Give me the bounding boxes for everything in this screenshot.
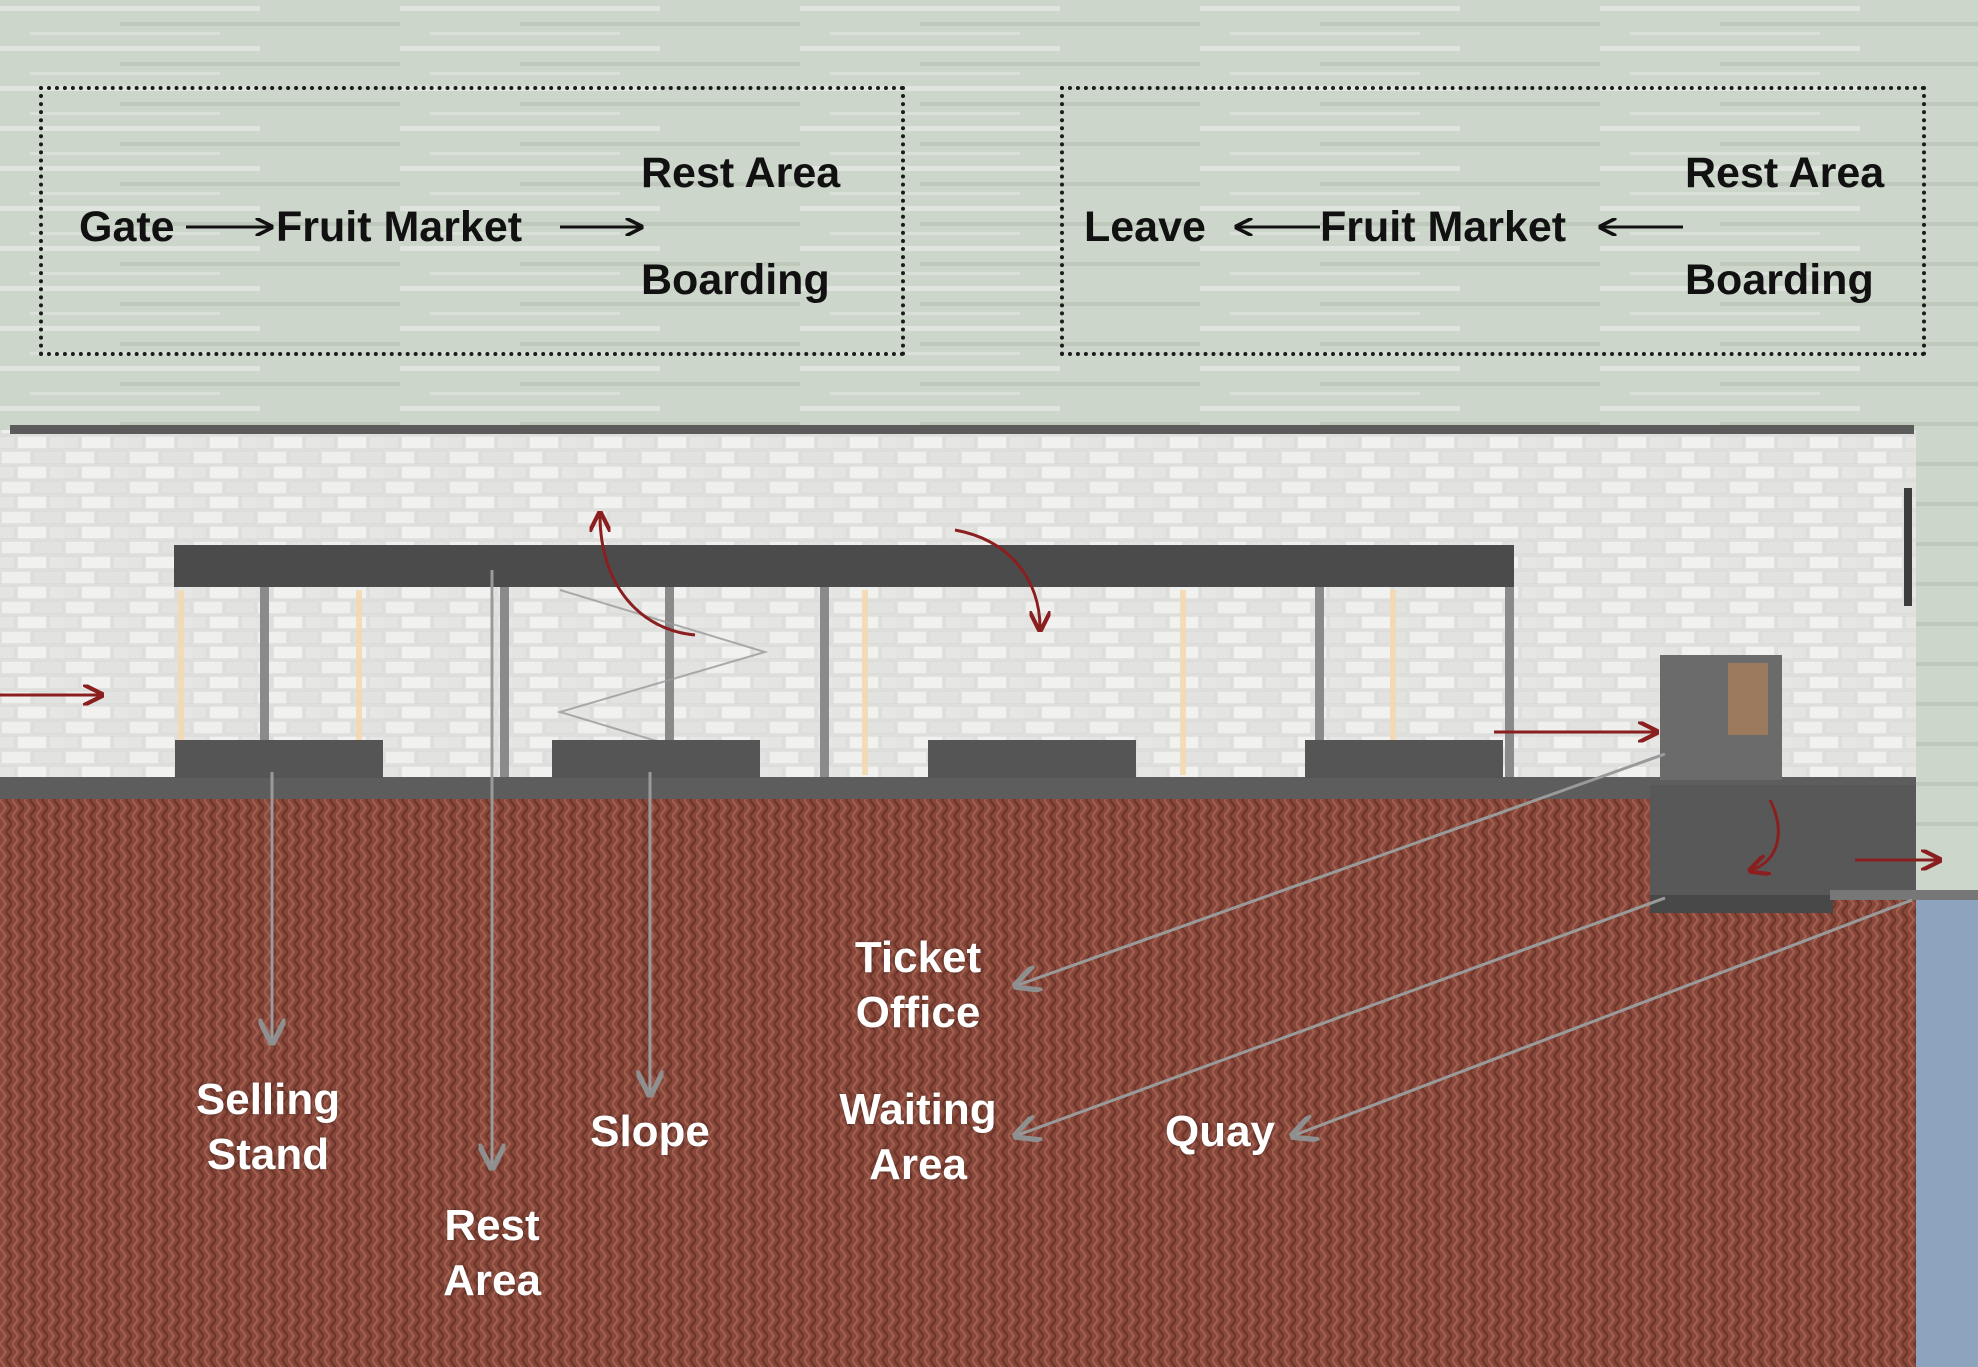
light-strips: [178, 590, 1396, 775]
back-wall: [0, 430, 1916, 785]
quay-leader: [1295, 898, 1913, 1135]
descend-flow-arrow: [1752, 799, 1780, 870]
flow-exit-branch-bottom: Boarding: [1685, 256, 1874, 304]
waiting-area-leader: [1018, 896, 1666, 1135]
label-quay: Quay: [1165, 1104, 1275, 1159]
flow-exit-middle: Fruit Market: [1320, 203, 1567, 251]
flow-entry-middle: Fruit Market: [276, 203, 523, 251]
label-line: Ticket: [854, 933, 982, 982]
flow-entry-branch-top: Rest Area: [641, 149, 841, 197]
wall-coping: [10, 425, 1914, 434]
quay-deck: [1830, 890, 1978, 900]
flow-entry-branch-bottom: Boarding: [641, 256, 830, 304]
roof-canopy: [174, 545, 1514, 587]
label-line: Rest: [444, 1201, 540, 1250]
entry-flow-box: [39, 86, 905, 356]
waiting-area-floor: [1650, 895, 1833, 913]
selling-stand: [552, 740, 760, 778]
label-line: Selling: [195, 1075, 341, 1124]
label-line: Waiting: [839, 1085, 997, 1134]
light-strip: [178, 590, 184, 740]
flow-arrows: [0, 515, 1938, 870]
ground: [0, 795, 1916, 1367]
label-line: Area: [443, 1256, 541, 1305]
column: [1505, 587, 1514, 777]
light-strip: [356, 590, 362, 740]
wall-edge-post: [1904, 488, 1912, 606]
selling-stands: [175, 740, 1503, 778]
label-line: Office: [855, 988, 981, 1037]
selling-stand: [1305, 740, 1503, 778]
leader-lines: [272, 570, 1913, 1165]
light-strip: [862, 590, 868, 775]
down-flow-arrow: [954, 528, 1040, 628]
floor-slab: [0, 777, 1916, 799]
canopy-columns: [260, 587, 1514, 777]
ticket-office-window: [1728, 663, 1768, 735]
label-line: Stand: [206, 1130, 330, 1179]
ticket-office-leader: [1018, 752, 1666, 985]
waiting-area-block: [1650, 785, 1916, 898]
water: [1916, 900, 1978, 1367]
selling-stand: [928, 740, 1136, 778]
flow-entry-start: Gate: [79, 203, 175, 251]
label-line: Area: [869, 1140, 967, 1189]
label-waiting-area: Waiting Area: [839, 1082, 996, 1192]
flow-exit-end: Leave: [1084, 203, 1206, 251]
light-strip: [1390, 590, 1396, 740]
light-strip: [1180, 590, 1186, 775]
label-slope: Slope: [590, 1104, 710, 1159]
label-ticket-office: Ticket Office: [855, 930, 981, 1040]
column: [820, 587, 829, 777]
label-line: Slope: [590, 1107, 710, 1156]
column: [260, 587, 269, 777]
column: [500, 587, 509, 777]
exit-flow-box: [1060, 86, 1926, 356]
selling-stand: [175, 740, 383, 778]
flow-exit-branch-top: Rest Area: [1685, 149, 1885, 197]
up-flow-arrow: [600, 515, 696, 637]
column: [665, 587, 674, 777]
label-selling-stand: Selling Stand: [196, 1072, 340, 1182]
label-line: Quay: [1164, 1107, 1276, 1156]
label-rest-area: Rest Area: [443, 1198, 541, 1308]
column: [1315, 587, 1324, 777]
